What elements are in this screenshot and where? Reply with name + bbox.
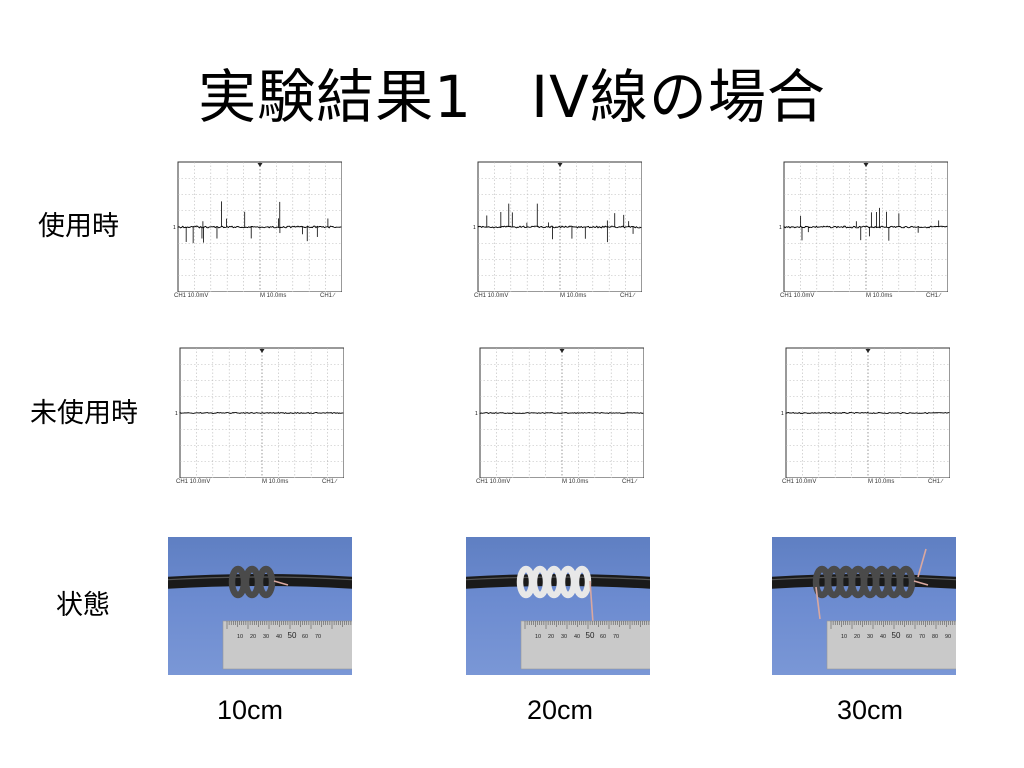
svg-text:1: 1	[173, 225, 176, 231]
ruler-mark-label: 30	[867, 634, 873, 640]
oscilloscope-ch-label: CH1 10.0mV	[176, 479, 211, 485]
ruler-mark-label: 40	[276, 634, 282, 640]
oscilloscope-time-label: M 10.0ms	[866, 293, 893, 299]
ruler-mark-label: 90	[945, 634, 951, 640]
svg-text:1: 1	[779, 225, 782, 231]
row-label-state: 状態	[56, 590, 110, 621]
svg-text:1: 1	[475, 411, 478, 417]
oscilloscope-ch-label: CH1 10.0mV	[782, 479, 817, 485]
oscilloscope-time-label: M 10.0ms	[260, 293, 287, 299]
ruler	[520, 620, 650, 670]
oscilloscope-screen: 1	[173, 161, 342, 292]
ruler-mark-label: 50	[892, 631, 901, 640]
coil-turn	[256, 565, 276, 599]
row-label-used: 使用時	[38, 211, 119, 242]
oscilloscope-settings-bar: CH1 10.0mV M 10.0ms CH1 ∕	[474, 477, 644, 489]
ruler-mark-label: 50	[586, 631, 595, 640]
oscilloscope-settings-bar: CH1 10.0mV M 10.0ms CH1 ∕	[472, 291, 642, 303]
row-label-unused: 未使用時	[30, 398, 138, 429]
ruler	[222, 620, 352, 670]
oscilloscope-time-label: M 10.0ms	[868, 479, 895, 485]
ruler-mark-label: 60	[906, 634, 912, 640]
length-label-20cm: 20cm	[526, 695, 594, 725]
ruler-mark-label: 40	[574, 634, 580, 640]
oscilloscope-time-label: M 10.0ms	[560, 293, 587, 299]
ruler-mark-label: 30	[263, 634, 269, 640]
ruler-mark-label: 40	[880, 634, 886, 640]
oscilloscope-trig-label: CH1 ∕	[320, 293, 335, 299]
oscilloscope-ch-label: CH1 10.0mV	[174, 293, 209, 299]
ruler-mark-label: 70	[919, 634, 925, 640]
oscilloscope-time-label: M 10.0ms	[562, 479, 589, 485]
ruler-mark-label: 70	[613, 634, 619, 640]
oscilloscope-trigger-icon	[259, 349, 265, 353]
oscilloscope-screen: 1	[175, 347, 344, 478]
ruler-mark-label: 20	[548, 634, 554, 640]
length-label-10cm: 10cm	[216, 695, 284, 725]
photo-coil-20cm: 10 20 30 40 50 60 70	[466, 537, 650, 675]
oscilloscope-trig-label: CH1 ∕	[622, 479, 637, 485]
oscilloscope-ch-label: CH1 10.0mV	[780, 293, 815, 299]
oscilloscope-trig-label: CH1 ∕	[620, 293, 635, 299]
oscilloscope-trig-label: CH1 ∕	[926, 293, 941, 299]
coil-photo-illustration: 10 20 30 40 50 60 70 80 90	[772, 548, 956, 670]
coil-photo-illustration: 10 20 30 40 50 60 70	[466, 565, 650, 670]
ruler-mark-label: 80	[932, 634, 938, 640]
photo-coil-10cm: 10 20 30 40 50 60 70	[168, 537, 352, 675]
oscilloscope-trigger-icon	[863, 163, 869, 167]
oscilloscope-settings-bar: CH1 10.0mV M 10.0ms CH1 ∕	[780, 477, 950, 489]
ruler-mark-label: 10	[841, 634, 847, 640]
oscilloscope-trigger-icon	[559, 349, 565, 353]
oscilloscope-ch-label: CH1 10.0mV	[474, 293, 509, 299]
oscilloscope-screen: 1	[781, 347, 950, 478]
photo-coil-30cm: 10 20 30 40 50 60 70 80 90	[772, 537, 956, 675]
oscilloscope-trig-label: CH1 ∕	[322, 479, 337, 485]
ruler-mark-label: 10	[535, 634, 541, 640]
ruler-mark-label: 60	[302, 634, 308, 640]
length-label-30cm: 30cm	[836, 695, 904, 725]
svg-text:1: 1	[473, 225, 476, 231]
coil-turn	[572, 565, 592, 599]
ruler-mark-label: 30	[561, 634, 567, 640]
oscilloscope-settings-bar: CH1 10.0mV M 10.0ms CH1 ∕	[172, 291, 342, 303]
oscilloscope-screen: 1	[475, 347, 644, 478]
ruler-mark-label: 20	[250, 634, 256, 640]
oscilloscope-settings-bar: CH1 10.0mV M 10.0ms CH1 ∕	[174, 477, 344, 489]
oscilloscope-trigger-icon	[865, 349, 871, 353]
ruler-mark-label: 10	[237, 634, 243, 640]
oscilloscope-ch-label: CH1 10.0mV	[476, 479, 511, 485]
oscilloscope-trig-label: CH1 ∕	[928, 479, 943, 485]
coil-photo-illustration: 10 20 30 40 50 60 70	[168, 565, 352, 670]
page-title: 実験結果1 IV線の場合	[198, 63, 826, 131]
oscilloscope-trigger-icon	[257, 163, 263, 167]
ruler-mark-label: 20	[854, 634, 860, 640]
ruler-mark-label: 70	[315, 634, 321, 640]
ruler-mark-label: 50	[288, 631, 297, 640]
oscilloscope-screen: 1	[779, 161, 948, 292]
svg-text:1: 1	[175, 411, 178, 417]
coil-turn	[896, 565, 916, 599]
ruler	[826, 620, 956, 670]
oscilloscope-settings-bar: CH1 10.0mV M 10.0ms CH1 ∕	[778, 291, 948, 303]
oscilloscope-time-label: M 10.0ms	[262, 479, 289, 485]
oscilloscope-screen: 1	[473, 161, 642, 292]
oscilloscope-trigger-icon	[557, 163, 563, 167]
ruler-mark-label: 60	[600, 634, 606, 640]
svg-text:1: 1	[781, 411, 784, 417]
